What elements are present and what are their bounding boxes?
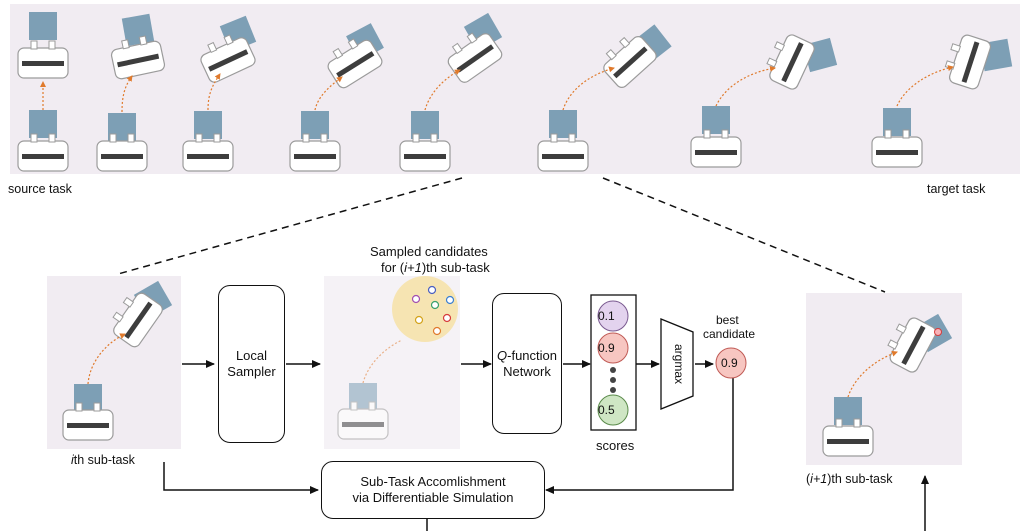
source-task-label: source task bbox=[8, 182, 72, 196]
score-value-3: 0.5 bbox=[598, 403, 615, 417]
stage-4 bbox=[289, 23, 385, 172]
candidate-dots bbox=[411, 285, 455, 336]
ith-subtask-label: ith sub-task bbox=[71, 453, 135, 467]
best-label-line1: best bbox=[716, 313, 739, 327]
target-task-label: target task bbox=[927, 182, 986, 196]
best-label-line2: candidate bbox=[703, 327, 756, 341]
candidate-cloud bbox=[392, 276, 458, 342]
sampled-candidates-subtitle: for (i+1)th sub-task bbox=[381, 260, 490, 275]
next-subtask-label: (i+1)th sub-task bbox=[806, 472, 893, 486]
argmax-label: argmax bbox=[672, 343, 686, 384]
stage-1 bbox=[17, 12, 69, 172]
score-circle-1 bbox=[597, 300, 629, 332]
stage-7 bbox=[690, 29, 838, 168]
score-circle-3 bbox=[597, 394, 629, 426]
argmax-block bbox=[660, 318, 694, 410]
sampled-candidates-title: Sampled candidates bbox=[370, 244, 488, 259]
task-sequence-strip bbox=[10, 4, 1020, 174]
zoom-line-right bbox=[602, 177, 886, 293]
stage-2 bbox=[96, 13, 167, 172]
score-value-1: 0.1 bbox=[598, 309, 615, 323]
best-candidate-circle bbox=[715, 347, 747, 379]
best-candidate-value: 0.9 bbox=[721, 356, 738, 370]
scores-label: scores bbox=[596, 438, 635, 453]
score-circle-2 bbox=[597, 332, 629, 364]
stage-5 bbox=[399, 12, 505, 172]
score-value-2: 0.9 bbox=[598, 341, 615, 355]
